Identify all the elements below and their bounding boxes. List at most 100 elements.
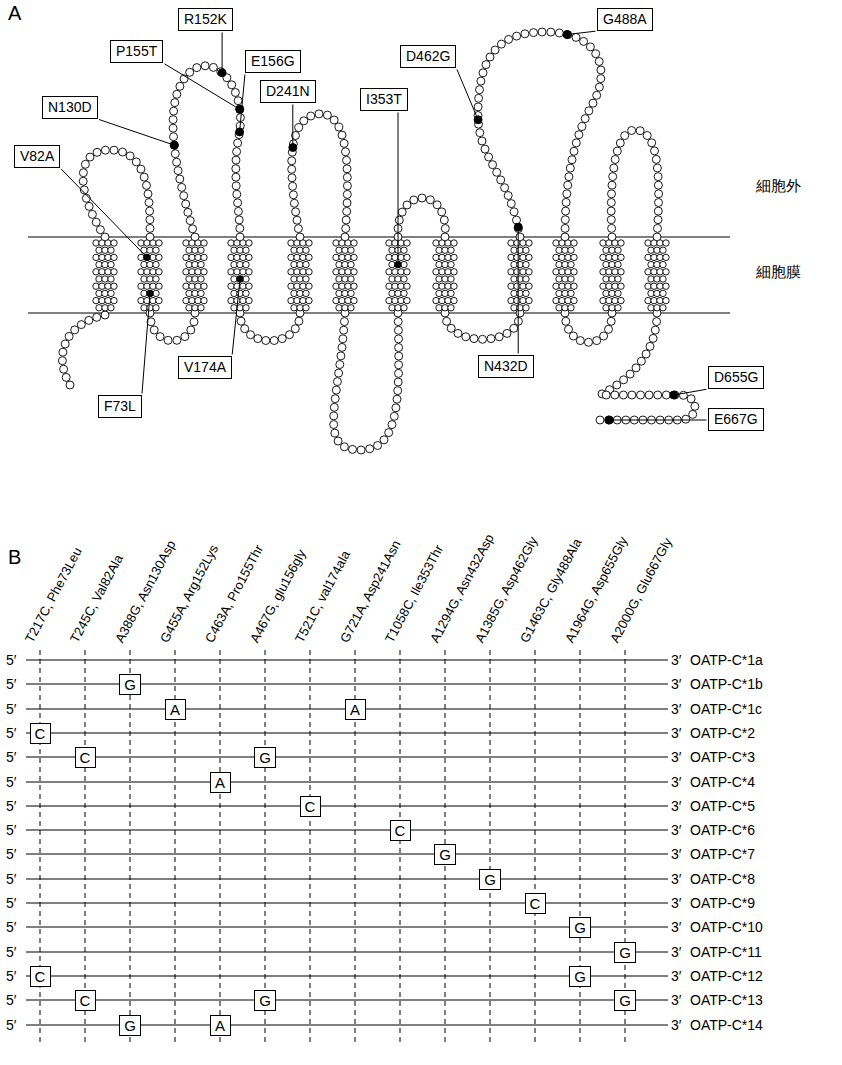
helix-residue — [153, 261, 159, 267]
residue-circle — [654, 391, 662, 399]
residue-circle — [331, 429, 339, 437]
helix-residue — [102, 261, 108, 267]
residue-circle — [143, 181, 151, 189]
residue-circle — [689, 410, 697, 418]
residue-circle — [343, 165, 351, 173]
helix-residue — [395, 290, 401, 296]
helix-residue — [336, 305, 342, 311]
helix-residue — [306, 269, 312, 275]
helix-residue — [654, 305, 660, 311]
helix-residue — [291, 290, 297, 296]
residue-circle — [233, 148, 241, 156]
allele-box: C — [300, 796, 321, 817]
helix-residue — [195, 297, 201, 303]
helix-residue — [234, 269, 240, 275]
helix-residue — [404, 283, 410, 289]
mutation-box: R152K — [178, 8, 233, 31]
allele-box: A — [210, 1015, 231, 1036]
residue-circle — [307, 112, 315, 120]
helix-residue — [195, 254, 201, 260]
helix-residue — [645, 254, 651, 260]
residue-circle — [486, 53, 494, 61]
strand-end: 5′ — [6, 967, 16, 985]
residue-circle — [632, 364, 640, 372]
allele-box: G — [614, 942, 636, 963]
residue-circle — [289, 191, 297, 199]
haplotype-line — [26, 854, 668, 855]
helix-residue — [615, 305, 621, 311]
residue-circle — [637, 357, 645, 365]
allele-letter: G — [619, 992, 631, 1009]
helix-residue — [336, 290, 342, 296]
residue-circle — [92, 218, 100, 226]
residue-circle — [475, 94, 483, 102]
haplotype-line — [26, 733, 668, 734]
residue-circle — [538, 28, 546, 36]
helix-residue — [386, 240, 392, 246]
helix-residue — [96, 247, 102, 253]
leader-line — [232, 279, 240, 355]
helix-residue — [520, 283, 526, 289]
helix-residue — [186, 261, 192, 267]
residue-circle — [86, 153, 94, 161]
helix-residue — [345, 283, 351, 289]
residue-circle — [186, 217, 194, 225]
residue-circle — [330, 412, 338, 420]
allele-letter: A — [170, 701, 181, 718]
allele-box: A — [165, 699, 186, 720]
residue-circle — [505, 35, 513, 43]
leader-line — [222, 33, 223, 73]
helix-residue — [526, 269, 532, 275]
strand-end: 5′ — [6, 700, 16, 718]
residue-circle — [270, 337, 278, 345]
mutation-label: D655G — [714, 369, 758, 386]
helix-residue — [189, 297, 195, 303]
helix-residue — [553, 283, 559, 289]
helix-residue — [138, 297, 144, 303]
residue-circle — [335, 369, 343, 377]
allele-name: OATP-C*7 — [690, 845, 755, 863]
helix-residue — [556, 276, 562, 282]
helix-residue — [288, 269, 294, 275]
helix-residue — [600, 240, 606, 246]
helix-residue — [606, 269, 612, 275]
residue-circle — [563, 190, 571, 198]
residue-circle — [605, 416, 613, 424]
residue-circle — [292, 208, 300, 216]
helix-residue — [291, 261, 297, 267]
helix-residue — [618, 254, 624, 260]
residue-circle — [170, 141, 178, 149]
helix-residue — [392, 283, 398, 289]
helix-residue — [150, 269, 156, 275]
allele-box: C — [390, 820, 411, 841]
helix-residue — [648, 276, 654, 282]
helix-residue — [93, 254, 99, 260]
helix-residue — [303, 290, 309, 296]
helix-residue — [451, 254, 457, 260]
helix-residue — [612, 254, 618, 260]
helix-residue — [436, 305, 442, 311]
helix-residue — [348, 261, 354, 267]
residue-circle — [611, 391, 619, 399]
residue-circle — [418, 194, 426, 202]
helix-residue — [108, 305, 114, 311]
allele-box: G — [119, 674, 141, 695]
allele-letter: G — [574, 919, 586, 936]
helix-residue — [294, 254, 300, 260]
helix-residue — [562, 247, 568, 253]
residue-circle — [691, 402, 699, 410]
loop-path — [150, 313, 195, 341]
helix-residue — [234, 254, 240, 260]
strand-end: 3′ — [671, 870, 681, 888]
residue-circle — [479, 69, 487, 77]
allele-letter: A — [215, 774, 226, 791]
helix-residue — [138, 269, 144, 275]
helix-residue — [105, 297, 111, 303]
helix-residue — [237, 276, 243, 282]
residue-circle — [93, 148, 101, 156]
residue-circle — [357, 446, 365, 454]
helix-residue — [562, 261, 568, 267]
residue-circle — [330, 421, 338, 429]
helix-residue — [442, 247, 448, 253]
helix-residue — [514, 254, 520, 260]
